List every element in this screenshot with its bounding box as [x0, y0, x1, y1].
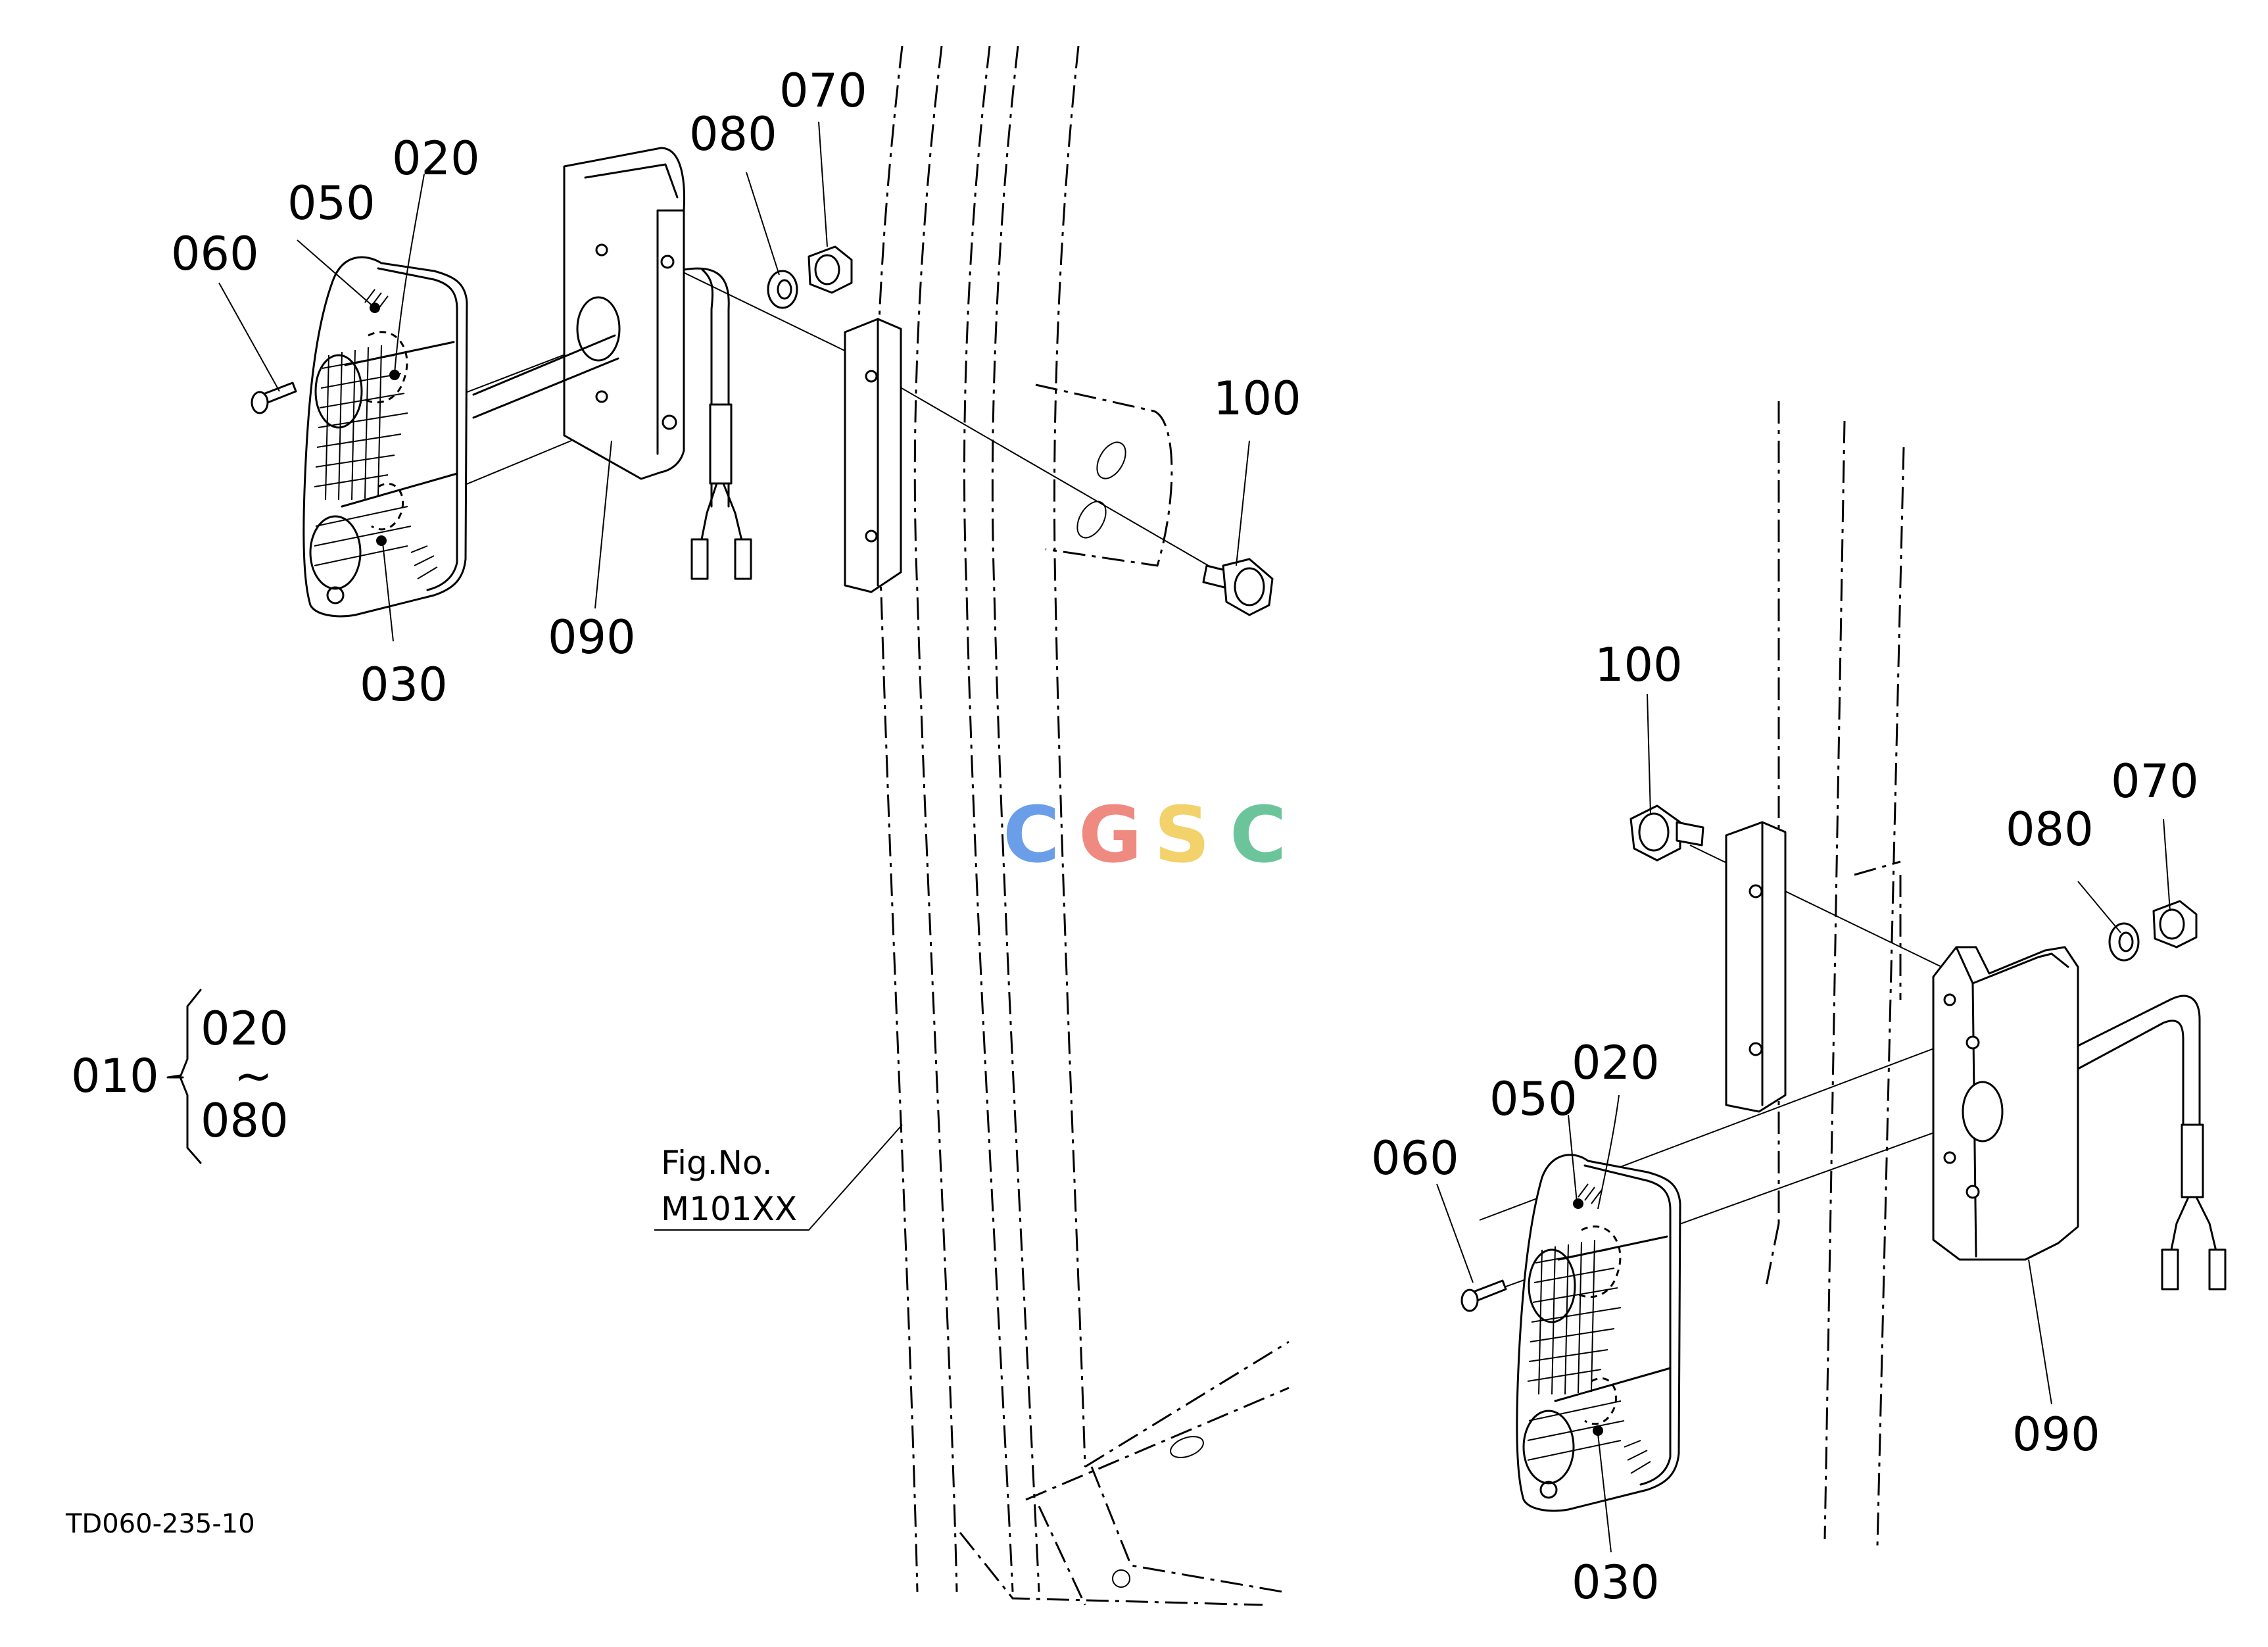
harness-wire-right [2077, 995, 2227, 1291]
callout-070-left: 070 [779, 64, 867, 118]
leader-lines [218, 121, 2171, 1553]
callout-030-left: 030 [360, 658, 448, 712]
nut-070-left [808, 245, 853, 294]
cab-frame-phantom [875, 45, 1290, 1606]
callout-060-right: 060 [1371, 1131, 1459, 1185]
nut-070-right [2152, 900, 2198, 948]
bolt-100-left [1202, 558, 1274, 616]
watermark-logo: C G S C [1003, 789, 1287, 880]
washer-080-right [2108, 922, 2140, 962]
lamp-housing-left [302, 256, 468, 618]
callout-020-right: 020 [1572, 1036, 1660, 1090]
drawing-code: TD060-235-10 [65, 1509, 255, 1539]
screw-060-left [251, 381, 297, 414]
assembly-range-mark: ~ [234, 1049, 273, 1103]
callout-030-right: 030 [1572, 1556, 1660, 1610]
figure-ref-number: M101XX [661, 1190, 797, 1228]
lamp-housing-right [1516, 1154, 1681, 1512]
right-lamp-assembly [1460, 804, 2227, 1512]
assembly-to-number: 080 [201, 1094, 289, 1148]
screw-060-right [1460, 1279, 1507, 1312]
figure-reference: Fig.No. M101XX [661, 1144, 797, 1228]
right-view-callouts: 060 050 020 030 100 080 070 090 [1371, 638, 2199, 1610]
callout-100-right: 100 [1595, 638, 1683, 692]
callout-090-right: 090 [2012, 1408, 2100, 1462]
callout-100-left: 100 [1213, 372, 1301, 426]
assembly-group-note: 010 020 ~ 080 [71, 989, 289, 1164]
left-lamp-assembly [251, 147, 1274, 618]
callout-060-left: 060 [171, 227, 259, 281]
watermark-letter-1: C [1003, 789, 1060, 880]
figure-ref-label: Fig.No. [661, 1144, 773, 1182]
callout-080-left: 080 [689, 107, 777, 161]
watermark-letter-3: S [1154, 789, 1210, 880]
harness-wire-left [472, 267, 752, 580]
callout-080-right: 080 [2006, 802, 2094, 856]
assembly-parent-number: 010 [71, 1049, 159, 1103]
callout-050-right: 050 [1489, 1072, 1578, 1126]
left-view-callouts: 060 050 020 030 090 080 070 100 [171, 64, 1301, 712]
bracket-090 [563, 147, 686, 480]
bracket-090-right [1932, 946, 2079, 1261]
callout-050-left: 050 [287, 176, 375, 230]
mount-plate-left [844, 318, 902, 593]
washer-080-left [767, 270, 798, 309]
assembly-from-number: 020 [201, 1002, 289, 1056]
mount-plate-right [1725, 821, 1787, 1113]
callout-090-left: 090 [548, 610, 636, 664]
callout-070-right: 070 [2111, 754, 2199, 808]
bolt-100-right [1629, 804, 1704, 862]
watermark-letter-4: C [1230, 789, 1287, 880]
callout-020-left: 020 [392, 132, 480, 185]
assembly-brace [166, 989, 202, 1164]
watermark-letter-2: G [1078, 789, 1142, 880]
